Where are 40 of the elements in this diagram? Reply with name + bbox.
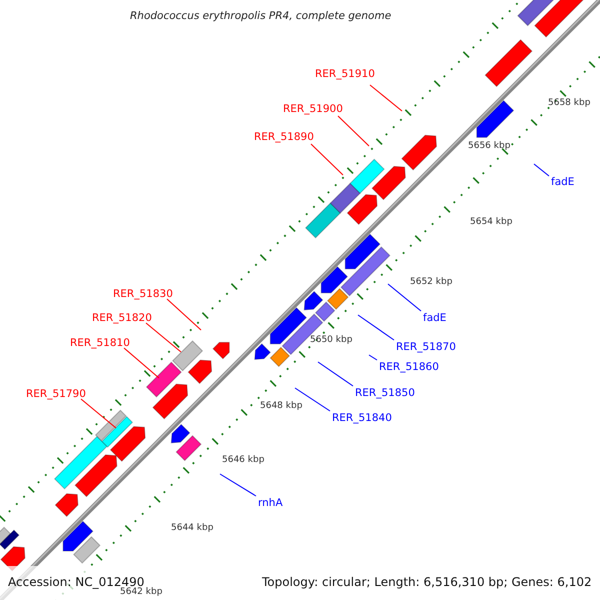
- gene-label: RER_51860: [379, 362, 439, 372]
- leader-line: [294, 388, 330, 412]
- info-text: Accession: NC_012490: [8, 576, 144, 588]
- scale-label: 5650 kbp: [310, 336, 352, 345]
- gene-label: RER_51870: [396, 342, 456, 352]
- gene-label: RER_51900: [283, 104, 343, 114]
- gene-label: fadE: [423, 313, 446, 324]
- leader-line: [338, 116, 370, 146]
- leader-line: [124, 348, 160, 378]
- leader-line: [370, 84, 402, 112]
- leader-line: [534, 164, 550, 176]
- leader-line: [80, 398, 116, 428]
- scale-label: 5642 kbp: [120, 588, 162, 597]
- title: Rhodococcus erythropolis PR4, complete genome: [130, 11, 392, 22]
- scale-label: 5654 kbp: [470, 218, 512, 227]
- gene-label: RER_51820: [92, 313, 152, 324]
- gene-label: RER_51830: [113, 289, 173, 300]
- gene-label: fadE: [551, 177, 574, 188]
- info-text: Topology: circular; Length: 6,516,310 bp; Genes: 6,102: [262, 576, 592, 588]
- gene-label: rnhA: [258, 498, 283, 508]
- leader-line: [368, 354, 378, 360]
- leader-line: [358, 314, 394, 340]
- leader-line: [318, 362, 354, 386]
- leader-line: [146, 322, 182, 352]
- gene-label: RER_51840: [332, 413, 392, 424]
- leader-line: [220, 474, 256, 496]
- leader-line: [166, 298, 202, 330]
- scale-label: 5658 kbp: [548, 99, 590, 108]
- gene-label: RER_51910: [315, 69, 375, 80]
- gene-label: RER_51810: [70, 338, 130, 348]
- gene-label: RER_51790: [26, 389, 86, 400]
- gene-label: RER_51850: [355, 388, 415, 398]
- gene-label: RER_51890: [254, 132, 314, 142]
- scale-label: 5656 kbp: [468, 142, 510, 151]
- scale-label: 5646 kbp: [222, 456, 264, 465]
- leader-line: [388, 284, 422, 312]
- leader-line: [310, 144, 344, 176]
- scale-label: 5644 kbp: [171, 524, 214, 533]
- scale-label: 5648 kbp: [260, 402, 302, 411]
- scale-label: 5652 kbp: [410, 278, 452, 287]
